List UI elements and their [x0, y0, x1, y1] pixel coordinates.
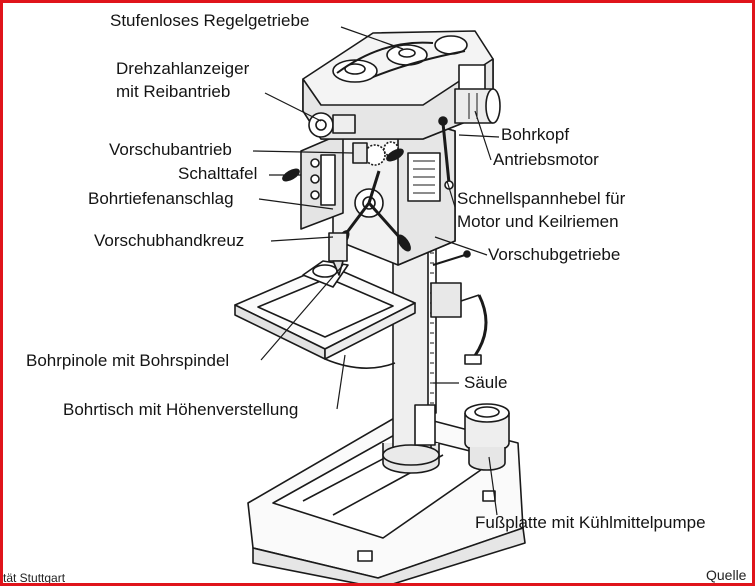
label-bohrtiefenanschlag: Bohrtiefenanschlag — [88, 189, 234, 208]
label-drehzahlanzeiger-line2: mit Reibantrieb — [116, 82, 231, 101]
speed-indicator — [308, 112, 356, 138]
drive-motor — [454, 88, 501, 124]
label-bohrpinole: Bohrpinole mit Bohrspindel — [26, 351, 230, 370]
label-antriebsmotor: Antriebsmotor — [493, 150, 599, 169]
drill-table — [234, 260, 416, 369]
label-schnellspannhebel-line1: Schnellspannhebel für — [457, 189, 626, 208]
column — [382, 232, 440, 474]
label-bohrkopf: Bohrkopf — [501, 125, 570, 144]
table-height-crank — [430, 250, 488, 365]
label-fussplatte: Fußplatte mit Kühlmittelpumpe — [475, 513, 706, 532]
drill-press-drawing — [234, 26, 526, 583]
leader-lines — [252, 26, 500, 516]
label-drehzahlanzeiger-line1: Drehzahlanzeiger — [116, 59, 250, 78]
label-saeule: Säule — [464, 373, 508, 392]
coolant-pump — [464, 403, 510, 471]
control-panel — [300, 132, 344, 230]
label-vorschubantrieb: Vorschubantrieb — [109, 140, 232, 159]
label-vorschubhandkreuz: Vorschubhandkreuz — [94, 231, 245, 250]
label-stufenloses-regelgetriebe: Stufenloses Regelgetriebe — [110, 11, 310, 30]
quick-clamp-lever — [438, 116, 454, 190]
label-bohrtisch: Bohrtisch mit Höhenverstellung — [63, 400, 299, 419]
source-right: Quelle — [706, 567, 747, 583]
quill-spindle — [328, 232, 348, 276]
label-schalttafel: Schalttafel — [178, 164, 258, 183]
label-schnellspannhebel-line2: Motor und Keilriemen — [457, 212, 619, 231]
label-vorschubgetriebe: Vorschubgetriebe — [488, 245, 621, 264]
feed-handwheel — [282, 148, 411, 252]
source-left: tät Stuttgart — [3, 571, 66, 585]
